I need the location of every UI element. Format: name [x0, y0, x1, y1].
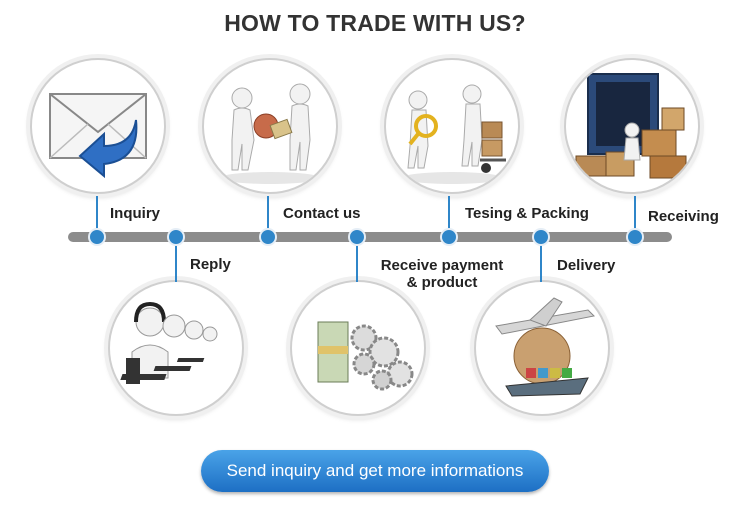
- testing-dot: [440, 228, 458, 246]
- handshake-icon: [220, 83, 320, 184]
- send-inquiry-button[interactable]: Send inquiry and get more informations: [201, 450, 549, 492]
- inquiry-illustration: [30, 58, 166, 194]
- reply-connector: [175, 244, 177, 282]
- receiving-illustration: [564, 58, 700, 194]
- contact-dot: [259, 228, 277, 246]
- step-delivery-label: Delivery: [557, 257, 616, 274]
- inquiry-connector: [96, 196, 98, 230]
- reply-dot: [167, 228, 185, 246]
- step-payment-label: Receive payment & product: [372, 257, 512, 291]
- delivery-connector: [540, 244, 542, 282]
- payment-illustration: [290, 280, 426, 416]
- payment-dot: [348, 228, 366, 246]
- step-inquiry-label: Inquiry: [110, 205, 161, 222]
- timeline-bar: [68, 232, 672, 242]
- delivery-dot: [532, 228, 550, 246]
- reply-illustration: [108, 280, 244, 416]
- step-contact-label: Contact us: [283, 205, 361, 222]
- call-center-icon: [120, 301, 218, 384]
- contact-illustration: [202, 58, 338, 194]
- delivery-illustration: [474, 280, 610, 416]
- inspection-cart-icon: [402, 84, 506, 184]
- money-gears-icon: [317, 321, 414, 391]
- receiving-connector: [634, 196, 636, 230]
- page-title: HOW TO TRADE WITH US?: [224, 10, 526, 36]
- receiving-dot: [626, 228, 644, 246]
- envelope-reply-icon: [49, 93, 147, 179]
- plane-ship-globe-icon: [495, 297, 596, 397]
- step-payment-line1: Receive payment: [380, 257, 504, 274]
- contact-connector: [267, 196, 269, 230]
- step-receiving-label: Receiving: [648, 208, 719, 225]
- step-testing-label: Tesing & Packing: [465, 205, 589, 222]
- step-payment-line2: & product: [406, 274, 478, 291]
- container-boxes-icon: [575, 73, 687, 179]
- inquiry-dot: [88, 228, 106, 246]
- step-reply-label: Reply: [190, 256, 231, 273]
- testing-connector: [448, 196, 450, 230]
- testing-illustration: [384, 58, 520, 194]
- payment-connector: [356, 244, 358, 282]
